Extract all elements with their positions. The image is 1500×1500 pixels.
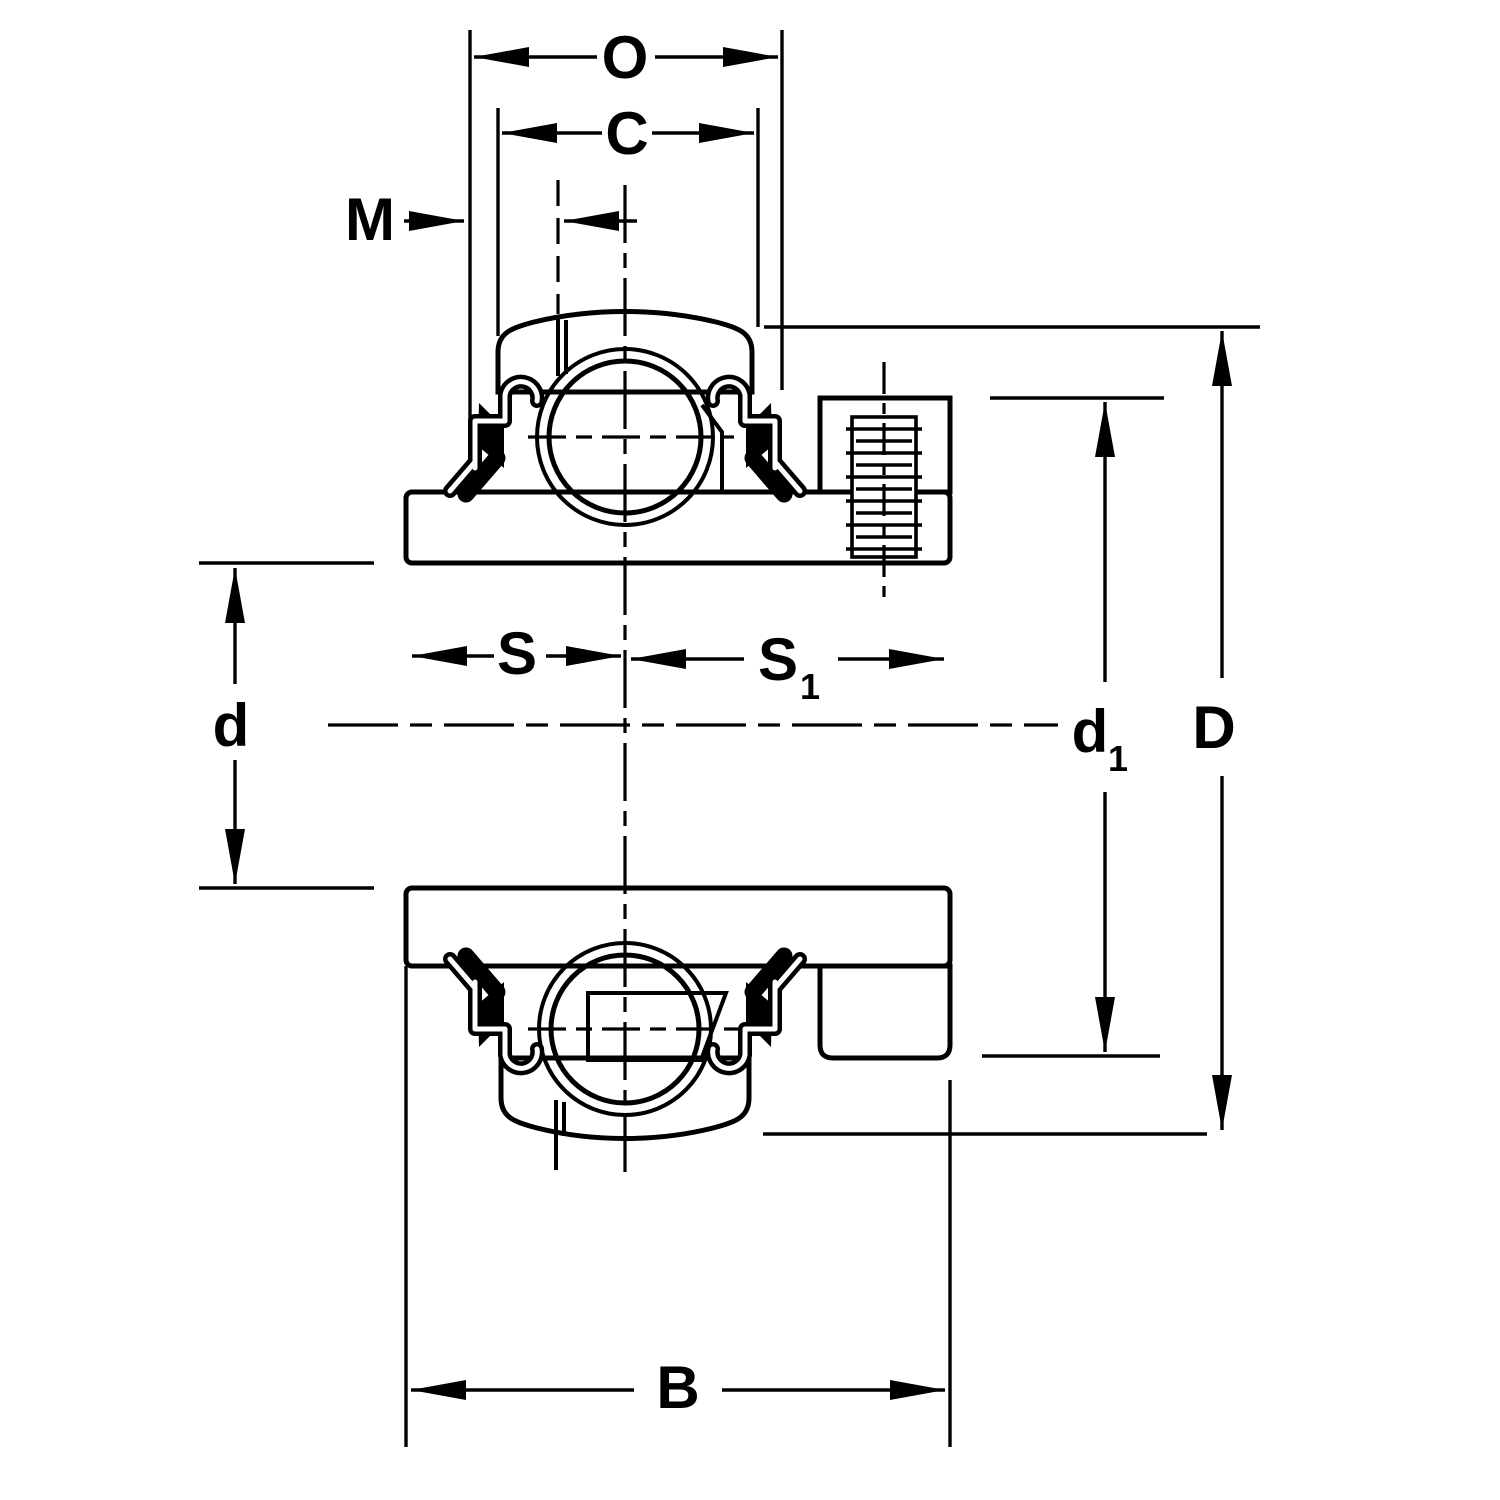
dim-label-M: M bbox=[345, 186, 395, 253]
dim-label-C: C bbox=[605, 100, 648, 167]
inner-ring-shoulder bbox=[700, 403, 724, 490]
extension-lines bbox=[199, 30, 1260, 1447]
cage-section bbox=[586, 991, 729, 1062]
dim-label-B: B bbox=[656, 1354, 699, 1421]
dim-label-S1-base: S bbox=[758, 626, 798, 693]
outer-ring-top bbox=[495, 309, 755, 395]
locking-collar-bottom bbox=[817, 963, 953, 1061]
seal-top-left bbox=[450, 382, 537, 494]
dim-label-d1-sub: 1 bbox=[1108, 738, 1128, 779]
seal-bottom-left bbox=[450, 956, 537, 1068]
dimension-lines bbox=[225, 47, 1232, 1400]
outer-ring-bottom bbox=[498, 1055, 752, 1141]
centerlines bbox=[328, 180, 1058, 1172]
dim-label-O: O bbox=[602, 24, 649, 91]
dim-label-S1-sub: 1 bbox=[800, 666, 820, 707]
dim-label-D: D bbox=[1192, 694, 1235, 761]
inner-ring-bottom-section bbox=[403, 885, 953, 969]
seal-bottom-right bbox=[713, 956, 800, 1068]
dim-label-d1-base: d bbox=[1072, 698, 1109, 765]
dim-label-S: S bbox=[497, 620, 537, 687]
dimension-labels: O C M S S 1 d d 1 D B bbox=[213, 24, 1236, 1421]
dim-label-d: d bbox=[213, 692, 250, 759]
